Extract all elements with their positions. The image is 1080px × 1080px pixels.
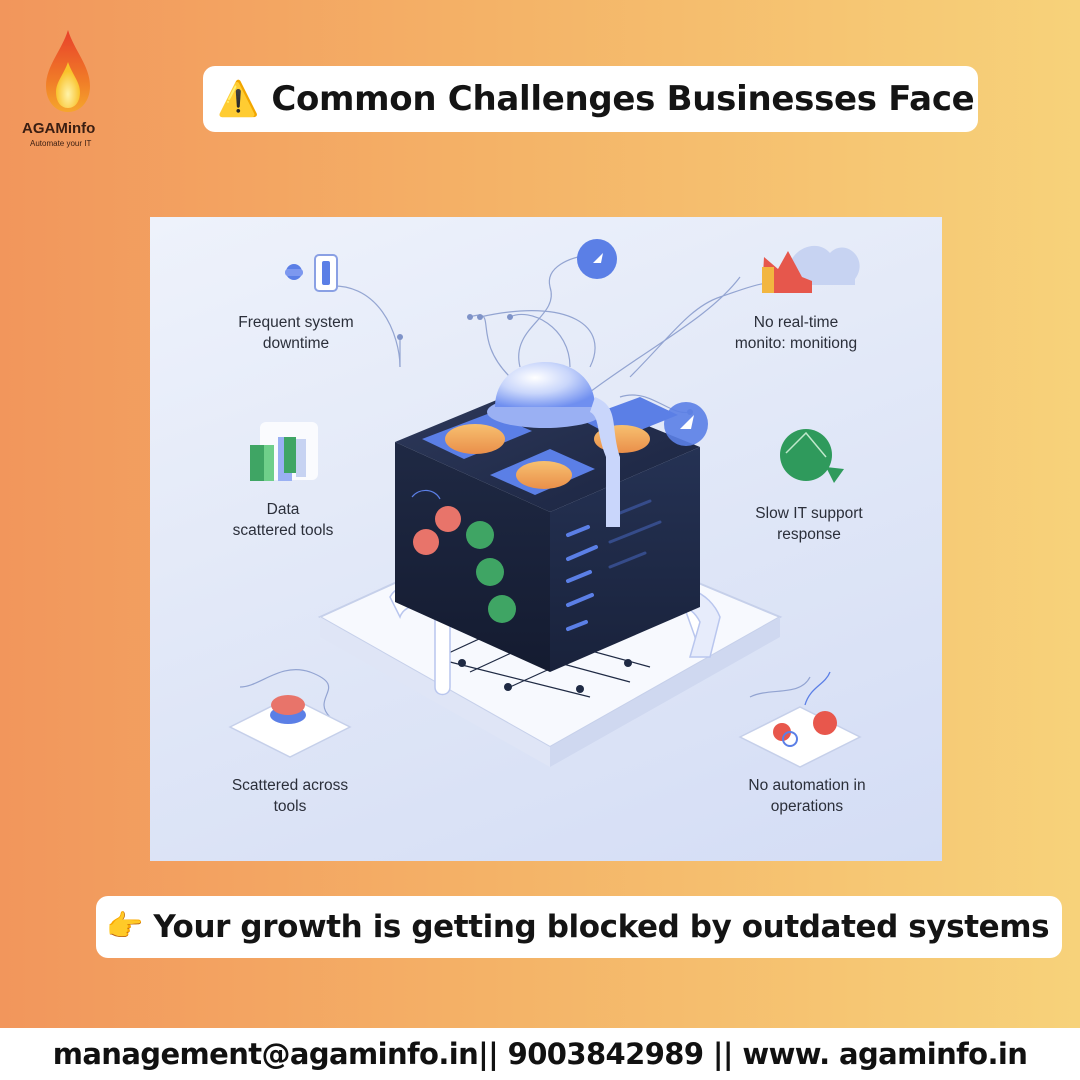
cta-text: Your growth is getting blocked by outdat… <box>153 909 1050 945</box>
contact-footer: management@agaminfo.in|| 9003842989 || w… <box>0 1028 1080 1080</box>
title-banner: ⚠️ Common Challenges Businesses Face <box>203 66 978 132</box>
bars-icon <box>250 422 318 481</box>
warning-icon: ⚠️ <box>217 79 260 119</box>
brand-logo: AGAMinfo Automate your IT <box>18 28 118 152</box>
flame-icon <box>46 30 90 112</box>
illustration-panel: Frequent system downtime No real-time mo… <box>150 217 942 861</box>
red-button-icon <box>228 695 352 758</box>
label-scattered-across-tools: Scattered across tools <box>231 777 349 815</box>
cloud-chart-icon <box>762 245 860 293</box>
cta-banner: 👉 Your growth is getting blocked by outd… <box>96 896 1062 958</box>
gears-icon <box>738 671 862 768</box>
support-disc-icon <box>780 429 844 483</box>
brand-tagline: Automate your IT <box>30 139 92 148</box>
label-data-scattered: Data scattered tools <box>232 501 334 539</box>
brand-name: AGAMinfo <box>22 120 96 137</box>
label-frequent-downtime: Frequent system downtime <box>238 314 354 352</box>
page-title: Common Challenges Businesses Face <box>271 79 975 119</box>
server-cube-illustration <box>228 239 862 768</box>
pointing-hand-icon: 👉 <box>106 909 144 944</box>
label-no-real-time-monitoring: No real-time monito: monitiong <box>734 314 858 352</box>
label-slow-it-support: Slow IT support response <box>755 505 863 543</box>
toggle-icon <box>285 254 338 292</box>
label-no-automation: No automation in operations <box>748 777 866 815</box>
contact-info: management@agaminfo.in|| 9003842989 || w… <box>52 1037 1028 1071</box>
